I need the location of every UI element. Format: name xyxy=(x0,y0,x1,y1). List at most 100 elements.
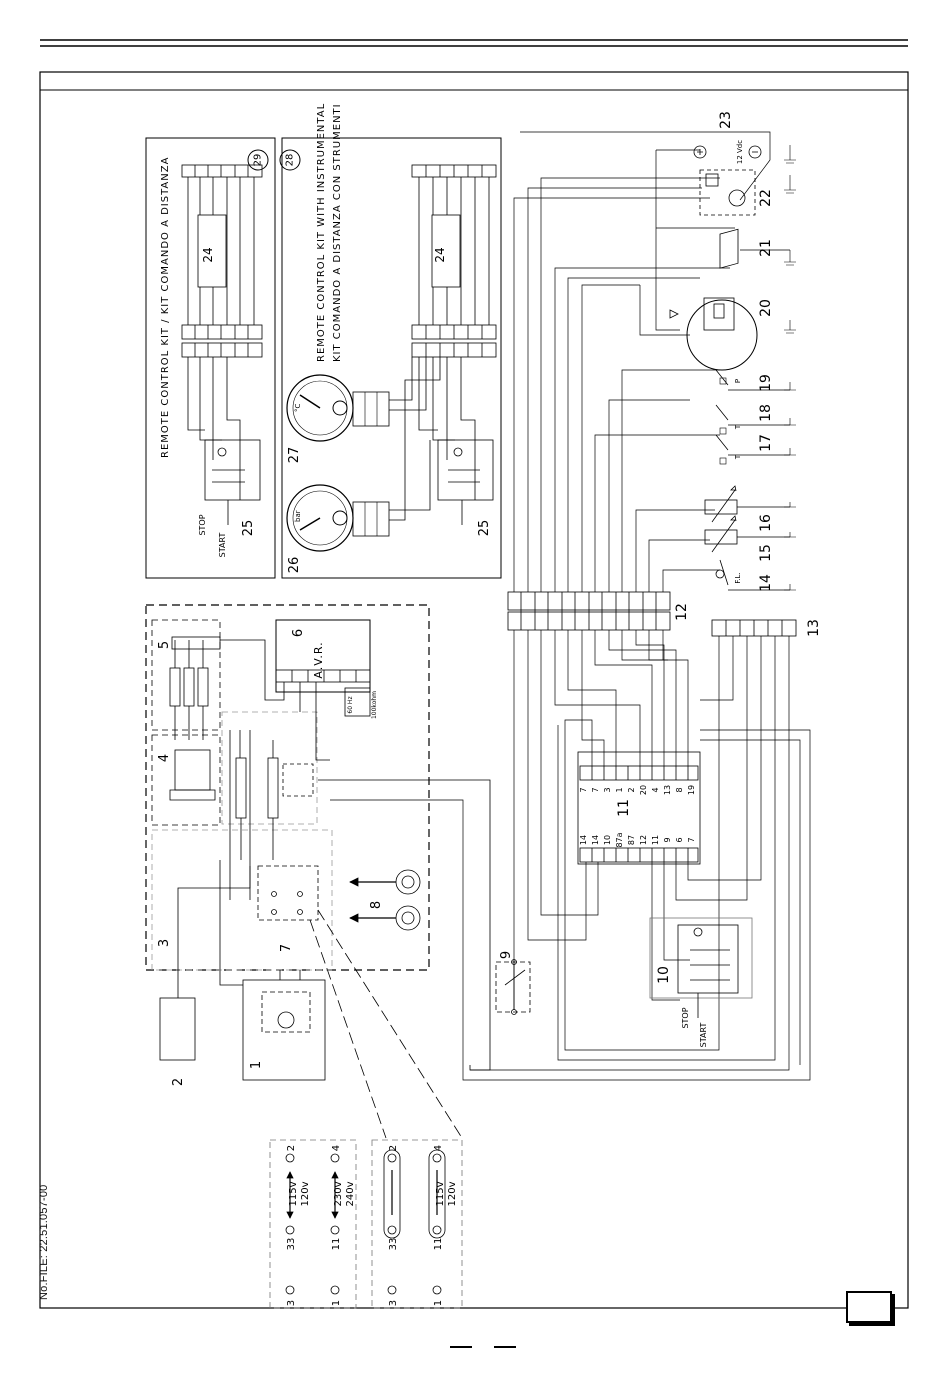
relay-left-labels-pin: 14 xyxy=(579,835,588,845)
battery-text: 12 Vdc xyxy=(736,140,744,164)
label-14: 14 xyxy=(758,574,774,592)
relay-right-labels-pin: 7 xyxy=(591,787,600,792)
label-15: 15 xyxy=(758,544,774,562)
kit-29-panel-label: 25 xyxy=(241,520,256,537)
label-13: 13 xyxy=(806,619,822,637)
term-2-upper: 2 xyxy=(286,1145,297,1151)
relay-left-labels-pin: 10 xyxy=(603,835,612,845)
v230-upper: 230v xyxy=(333,1181,344,1206)
kit-28-badge: 28 xyxy=(285,154,296,167)
kit-28-panel: 28 REMOTE CONTROL KIT WITH INSTRUMENTAL … xyxy=(279,103,502,579)
right-wiring xyxy=(513,131,771,592)
v120-upper: 120v xyxy=(300,1181,311,1206)
relay-left-labels-pin: 11 xyxy=(651,835,660,845)
t-text-17: T xyxy=(734,454,742,460)
label-22: 22 xyxy=(758,189,774,207)
term-3-upper: 3 xyxy=(286,1300,297,1306)
gauge-27-unit: °C xyxy=(294,404,302,413)
v115-lower: 115v xyxy=(435,1181,446,1206)
gauge-26-unit: bar xyxy=(294,510,302,522)
avr-label: A.V.R. xyxy=(312,641,325,678)
relay-board-11 xyxy=(577,751,701,865)
voltage-config-lower xyxy=(371,1139,463,1309)
kit-29-panel: 29 REMOTE CONTROL KIT / KIT COMANDO A DI… xyxy=(145,137,276,579)
main-wiring xyxy=(330,630,811,1081)
kit-28-cable-label: 24 xyxy=(433,247,447,262)
label-4: 4 xyxy=(157,754,172,762)
kit-28-panel-label: 25 xyxy=(477,520,492,537)
relay-right-labels-pin: 19 xyxy=(687,785,696,795)
label-18: 18 xyxy=(758,404,774,422)
kit-29-title: REMOTE CONTROL KIT / KIT COMANDO A DISTA… xyxy=(160,157,171,458)
term-3-lower: 3 xyxy=(388,1300,399,1306)
relay-left-labels-pin: 12 xyxy=(639,835,648,845)
relay-right-labels-pin: 2 xyxy=(627,787,636,792)
relay-left-labels-pin: 14 xyxy=(591,835,600,845)
term-4-lower: 4 xyxy=(433,1145,444,1151)
relay-right-labels-pin: 13 xyxy=(663,785,672,795)
p-text: P xyxy=(734,379,742,383)
control-stop: STOP xyxy=(681,1007,690,1028)
v240-upper: 240v xyxy=(345,1181,356,1206)
voltage-config-upper xyxy=(269,1139,357,1309)
page-number-box xyxy=(846,1291,892,1323)
label-9: 9 xyxy=(499,951,514,959)
term-33-lower: 33 xyxy=(388,1238,399,1251)
label-21: 21 xyxy=(758,239,774,257)
label-6: 6 xyxy=(291,629,306,637)
term-11-lower: 11 xyxy=(433,1238,444,1251)
label-10: 10 xyxy=(656,966,672,984)
kit-29-start: START xyxy=(218,533,227,558)
relay-right-labels-pin: 1 xyxy=(615,787,624,792)
label-16: 16 xyxy=(758,514,774,532)
term-2-lower: 2 xyxy=(388,1145,399,1151)
file-number: No.FILE: 22.51.057-00 xyxy=(38,1184,50,1301)
bottom-mark xyxy=(450,1346,472,1348)
starter-motor-20 xyxy=(686,299,758,371)
relay-left-labels-pin: 9 xyxy=(663,837,672,842)
term-33-upper: 33 xyxy=(286,1238,297,1251)
bottom-mark xyxy=(494,1346,516,1348)
label-17: 17 xyxy=(758,434,774,452)
zoom-leader xyxy=(317,909,463,1139)
term-11-upper: 11 xyxy=(331,1238,342,1251)
relay-right-labels-pin: 4 xyxy=(651,787,660,792)
label-23: 23 xyxy=(718,111,734,129)
term-1-lower: 1 xyxy=(433,1300,444,1306)
term-1-upper: 1 xyxy=(331,1300,342,1306)
term-4-upper: 4 xyxy=(331,1145,342,1151)
kit-28-title-en: REMOTE CONTROL KIT WITH INSTRUMENTAL xyxy=(316,103,327,362)
kohm-text: 100kohm xyxy=(371,691,378,719)
keyswitch-10 xyxy=(649,917,753,1018)
hz-text: 60 Hz xyxy=(347,696,354,713)
relay-left-labels-pin: 7 xyxy=(687,837,696,842)
relay-right-labels-pin: 8 xyxy=(675,787,684,792)
label-7: 7 xyxy=(279,944,294,952)
label-3: 3 xyxy=(157,939,172,947)
label-2: 2 xyxy=(171,1078,186,1086)
t-text-18: T xyxy=(734,424,742,430)
kit-29-cable-label: 24 xyxy=(201,247,215,262)
kit-29-badge: 29 xyxy=(253,154,264,167)
ground-symbols xyxy=(784,145,796,591)
zoom-leader xyxy=(309,919,387,1139)
label-19: 19 xyxy=(758,374,774,392)
page-frame xyxy=(39,71,909,1309)
relay-left-labels-pin: 87a xyxy=(615,832,624,847)
terminal-strip-12 xyxy=(507,591,671,631)
generator-enclosure xyxy=(145,604,430,971)
kit-28-title-it: KIT COMANDO A DISTANZA CON STRUMENTI xyxy=(332,103,343,362)
kit-29-stop: STOP xyxy=(198,514,207,535)
v115-upper: 115v xyxy=(288,1181,299,1206)
label-8: 8 xyxy=(369,901,384,909)
label-1: 1 xyxy=(249,1061,264,1069)
relay-right-labels-pin: 3 xyxy=(603,787,612,792)
fl-text: F.L. xyxy=(734,572,742,583)
relay-left-labels-pin: 87 xyxy=(627,835,636,845)
gauge-27-label: 27 xyxy=(287,447,302,464)
label-5: 5 xyxy=(157,641,172,649)
label-12: 12 xyxy=(674,603,690,621)
gauge-26-label: 26 xyxy=(287,557,302,574)
